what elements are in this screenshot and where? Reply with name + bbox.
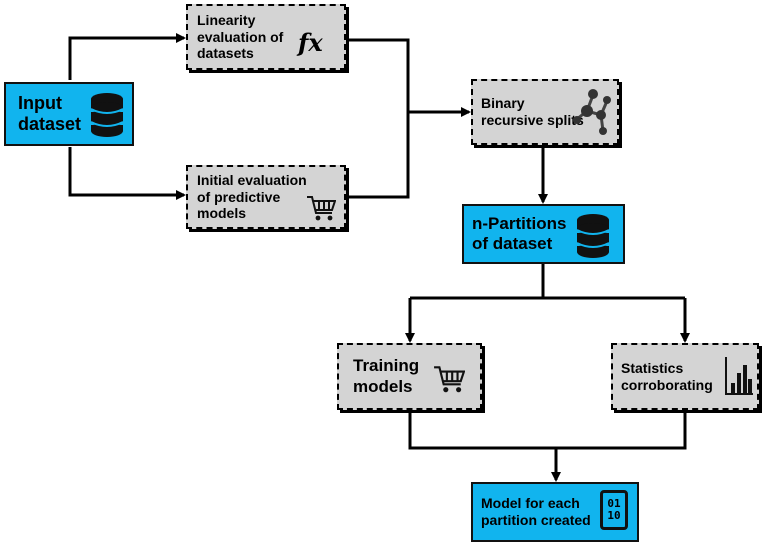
connector-linearity-to-merge	[348, 38, 410, 112]
node-label: Binary recursive splits	[481, 95, 584, 128]
molecule-network-icon	[573, 89, 611, 135]
node-label: Initial evaluation of predictive models	[197, 172, 307, 222]
node-linearity-evaluation: Linearity evaluation of datasets fx	[186, 4, 346, 70]
connector-input-to-initial	[68, 147, 186, 200]
binary-file-icon: 01 10	[600, 490, 628, 530]
database-icon	[576, 214, 610, 258]
connector-initial-to-merge	[348, 112, 410, 199]
node-binary-recursive-splits: Binary recursive splits	[471, 79, 619, 145]
connector-training-down	[408, 411, 687, 450]
fx-function-icon: fx	[298, 28, 323, 57]
shopping-cart-icon	[434, 366, 465, 393]
node-label: Statistics corroborating	[621, 359, 713, 393]
connector-input-to-linearity	[68, 33, 186, 80]
node-initial-evaluation: Initial evaluation of predictive models	[186, 165, 346, 229]
node-label: Training models	[353, 356, 420, 396]
node-model-partition-created: Model for each partition created 01 10	[471, 482, 639, 542]
connector-npartitions-split	[410, 263, 685, 300]
bar-chart-icon	[725, 357, 753, 395]
binary-digits-top: 01	[607, 497, 621, 510]
node-n-partitions: n-Partitions of dataset	[462, 204, 625, 264]
node-input-dataset: Input dataset	[4, 82, 134, 146]
node-label: Linearity evaluation of datasets	[197, 12, 284, 62]
node-label: n-Partitions of dataset	[472, 213, 567, 253]
node-statistics-corroborating: Statistics corroborating	[611, 343, 759, 410]
database-icon	[91, 93, 123, 137]
node-label: Model for each partition created	[481, 495, 591, 528]
shopping-cart-icon	[307, 196, 336, 221]
node-label: Input dataset	[18, 92, 82, 134]
node-training-models: Training models	[337, 343, 482, 410]
binary-digits-bottom: 10	[607, 509, 621, 522]
